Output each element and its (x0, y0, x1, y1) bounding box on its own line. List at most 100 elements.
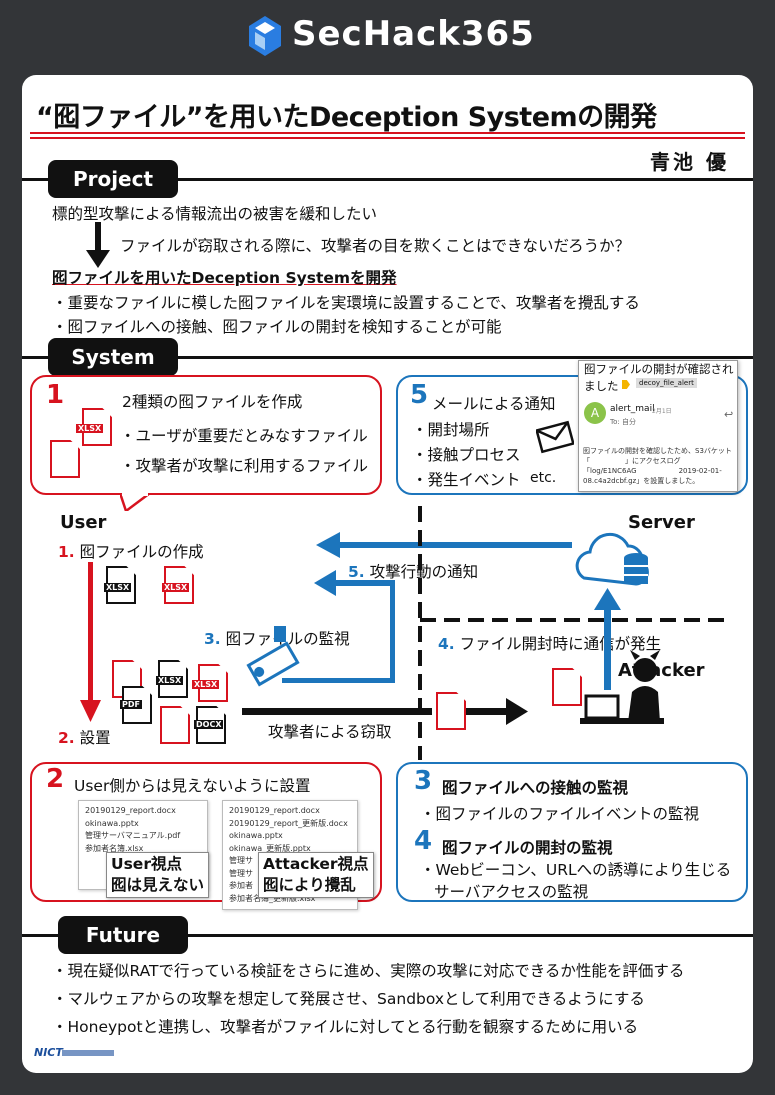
box-2-title: User側からは見えないように設置 (74, 777, 311, 795)
box-1-title: 2種類の囮ファイルを作成 (122, 393, 303, 411)
system-heading: System (48, 338, 178, 376)
system-flow-diagram (80, 506, 730, 760)
box-3-number: 3 (414, 766, 433, 796)
box-5-title: メールによる通知 (432, 395, 556, 413)
step-3: 3. 囮ファイルの監視 (204, 627, 350, 649)
future-heading: Future (58, 916, 188, 954)
attacker-view-caption-1: Attacker視点 (263, 855, 369, 873)
email-body-line-1: 囮ファイルの開封を確認したため、S3バケット (583, 447, 732, 455)
box-5-number: 5 (410, 380, 429, 410)
email-tag: decoy_file_alert (636, 378, 697, 388)
pdf-file-label: PDF (120, 700, 142, 709)
box-5-item-1: ・開封場所 (412, 421, 490, 439)
email-body-line-4: 08.c4a2dcbf.gz」を設置しました。 (583, 477, 700, 485)
xlsx-decoy-label: XLSX (192, 680, 220, 689)
box-4-number: 4 (414, 826, 433, 856)
attacker-file: 20190129_report_更新版.docx (229, 818, 348, 828)
step-1-text: 囮ファイルの作成 (79, 543, 204, 561)
email-body-line-2: 「 」にアクセスログ (583, 457, 681, 465)
step-3-text: 囮ファイルの監視 (225, 630, 350, 648)
sender-avatar: A (584, 402, 606, 424)
box-1-item-1: ・ユーザが重要だとみなすファイル (120, 427, 368, 445)
email-sender: alert_mail (610, 404, 655, 414)
project-solution: 囮ファイルを用いたDeception Systemを開発 (52, 269, 397, 287)
box-5-item-2: ・接触プロセス (412, 446, 521, 464)
title-underline (30, 132, 745, 134)
box-3-title: 囮ファイルへの接触の監視 (442, 779, 629, 797)
user-file: okinawa.pptx (85, 818, 139, 828)
email-to: To: 自分 (610, 418, 636, 426)
user-label: User (60, 512, 107, 533)
server-label: Server (628, 512, 695, 533)
user-file: 参加者名簿.xlsx (85, 843, 144, 853)
step-5: 5. 攻撃行動の通知 (348, 560, 478, 582)
step-3-number: 3. (204, 630, 221, 648)
box-5-item-3: ・発生イベント (412, 471, 521, 489)
attacker-file: 20190129_report.docx (229, 806, 320, 815)
reply-icon[interactable]: ↩ (724, 408, 734, 421)
future-item-2: ・マルウェアからの攻撃を想定して発展させ、Sandboxとして利用できるようにす… (52, 990, 645, 1008)
nict-logo: NICT (34, 1046, 63, 1059)
project-question: ファイルが窃取される際に、攻撃者の目を欺くことはできないだろうか？ (120, 237, 631, 255)
envelope-icon (536, 420, 574, 454)
xlsx-template-label: XLSX (104, 583, 132, 592)
system-rule (22, 356, 753, 359)
label-arrow-icon (622, 380, 630, 389)
future-item-1: ・現在疑似RATで行っている検証をさらに進め、実際の攻撃に対応できるか性能を評価… (52, 962, 685, 980)
box-4-item-1: ・Webビーコン、URLへの誘導により生じる (420, 861, 732, 879)
xlsx-decoy-label: XLSX (162, 583, 190, 592)
attacker-file: 管理サ (229, 868, 253, 878)
title-underline-2 (30, 137, 745, 139)
box-2-number: 2 (46, 764, 65, 794)
project-heading: Project (48, 160, 178, 198)
email-body-line-3: 「log/E1NC6AG 2019-02-01- (583, 467, 722, 475)
step-1: 1. 囮ファイルの作成 (58, 540, 204, 562)
theft-label: 攻撃者による窃取 (268, 723, 392, 741)
future-rule (22, 934, 753, 937)
future-item-3: ・Honeypotと連携し、攻撃者がファイルに対してとる行動を観察するために用い… (52, 1018, 639, 1036)
nict-logo-subtext (62, 1050, 114, 1056)
docx-file-label: DOCX (194, 720, 224, 729)
step-2-number: 2. (58, 729, 75, 747)
step-2-text: 設置 (79, 729, 111, 747)
project-bullet-2: ・囮ファイルへの接触、囮ファイルの開封を検知することが可能 (52, 318, 502, 336)
attacker-view-caption: Attacker視点 囮により攪乱 (258, 852, 374, 898)
step-1-number: 1. (58, 543, 75, 561)
attacker-file: 管理サ (229, 856, 253, 865)
author-name: 青池 優 (650, 150, 729, 174)
user-view-caption-1: User視点 (111, 855, 182, 873)
email-subject: 囮ファイルの開封が確認されました (584, 362, 734, 393)
email-date: 2月1日 (652, 408, 672, 415)
box-1-item-2: ・攻撃者が攻撃に利用するファイル (120, 457, 369, 475)
box-3-item: ・囮ファイルのファイルイベントの監視 (420, 805, 700, 823)
step-2: 2. 設置 (58, 726, 111, 748)
stolen-decoy-file-icon (436, 692, 466, 730)
down-arrow-icon (86, 222, 110, 268)
opened-decoy-file-icon (552, 668, 582, 706)
step-4-number: 4. (438, 635, 455, 653)
sechack-logo-icon (249, 16, 281, 56)
xlsx-file-label: XLSX (156, 676, 184, 685)
xlsx-file-label: XLSX (76, 424, 104, 433)
poster-title: “囮ファイル”を用いたDeception Systemの開発 (36, 102, 657, 133)
sechack-logo-text: SecHack365 (292, 14, 535, 54)
decoy-file-icon (160, 706, 190, 744)
user-file: 管理サーバマニュアル.pdf (85, 831, 181, 840)
box-4-item-2: サーバアクセスの監視 (434, 883, 589, 901)
user-view-caption-2: 囮は見えない (111, 876, 205, 894)
user-file: 20190129_report.docx (85, 806, 176, 815)
email-body: 囮ファイルの開封を確認したため、S3バケット 「 」にアクセスログ 「log/E… (583, 446, 732, 486)
project-goal: 標的型攻撃による情報流出の被害を緩和したい (52, 205, 378, 223)
project-rule (22, 178, 753, 181)
attacker-file: 参加者 (229, 881, 253, 890)
box-1-number: 1 (46, 380, 65, 410)
attacker-file: okinawa_更新版.pptx (229, 843, 311, 853)
attacker-file: okinawa.pptx (229, 831, 283, 840)
attacker-file: 参加者名簿_更新版.xlsx (229, 893, 316, 903)
decoy-file-icon (50, 440, 80, 478)
step-5-number: 5. (348, 563, 365, 581)
bubble-tail (120, 493, 150, 511)
box-3-4-monitoring (396, 762, 748, 902)
box-4-title: 囮ファイルの開封の監視 (442, 839, 613, 857)
user-view-caption: User視点 囮は見えない (106, 852, 210, 898)
